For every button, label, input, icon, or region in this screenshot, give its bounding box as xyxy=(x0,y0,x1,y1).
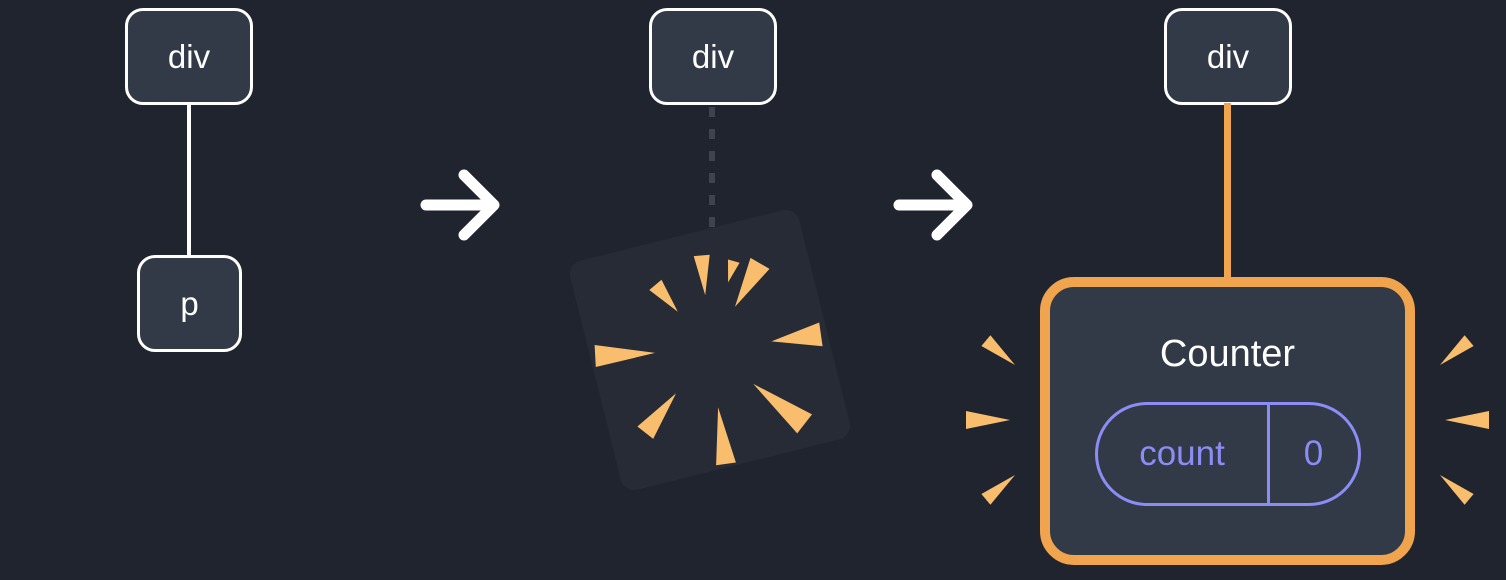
dom-node-div-before: div xyxy=(125,8,253,105)
dom-node-label: div xyxy=(691,37,735,75)
counter-component-card: Counter count 0 xyxy=(1040,277,1415,565)
state-pill-divider xyxy=(1266,404,1270,503)
arrow-right-icon xyxy=(893,169,973,241)
dom-node-div-after: div xyxy=(1164,8,1292,105)
dom-node-label: p xyxy=(180,284,199,322)
dom-node-label: div xyxy=(1206,37,1250,75)
parent-child-connector xyxy=(187,103,191,256)
dom-node-div-during: div xyxy=(649,8,777,105)
state-key: count xyxy=(1139,433,1225,473)
arrow-right-icon xyxy=(420,169,500,241)
explosion-burst-icon xyxy=(569,209,851,491)
dom-node-p: p xyxy=(137,255,242,352)
state-value: 0 xyxy=(1303,433,1324,473)
component-title: Counter xyxy=(1159,333,1296,375)
dashed-connector xyxy=(709,107,715,236)
component-connector xyxy=(1224,103,1231,281)
dom-node-label: div xyxy=(167,37,211,75)
state-pill: count 0 xyxy=(1094,401,1361,506)
